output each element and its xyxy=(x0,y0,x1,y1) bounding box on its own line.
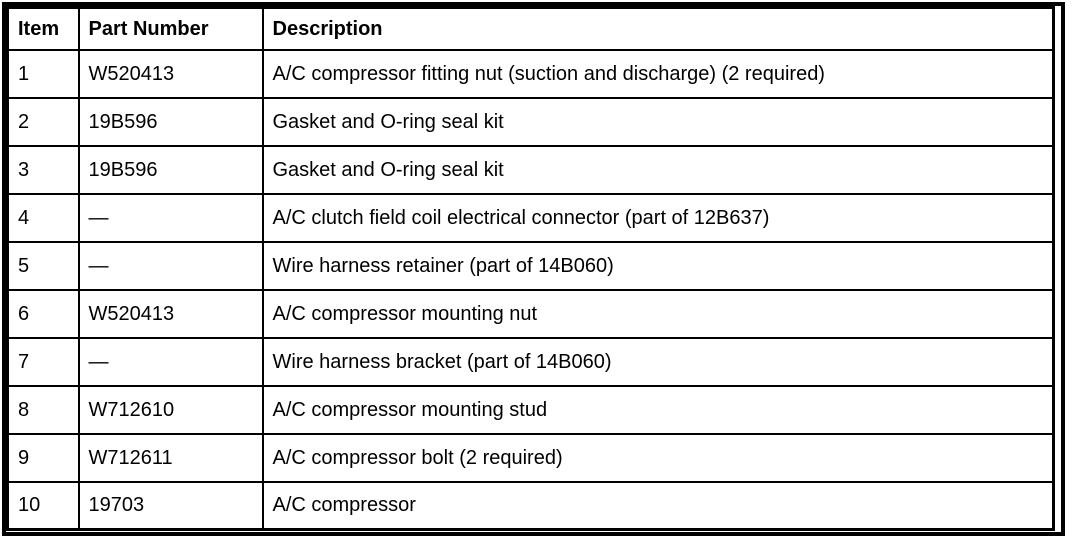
cell-part-number: 19703 xyxy=(77,480,264,531)
cell-description: Gasket and O-ring seal kit xyxy=(261,144,1055,195)
table-row: 4—A/C clutch field coil electrical conne… xyxy=(6,192,1055,243)
cell-item: 7 xyxy=(6,336,80,387)
cell-part-number: W712610 xyxy=(77,384,264,435)
cell-item: 3 xyxy=(6,144,80,195)
cell-description: A/C compressor mounting nut xyxy=(261,288,1055,339)
cell-item: 8 xyxy=(6,384,80,435)
cell-description: A/C clutch field coil electrical connect… xyxy=(261,192,1055,243)
header-part-number: Part Number xyxy=(77,6,264,51)
cell-description: Wire harness retainer (part of 14B060) xyxy=(261,240,1055,291)
cell-description: A/C compressor xyxy=(261,480,1055,531)
cell-item: 5 xyxy=(6,240,80,291)
table-row: 7—Wire harness bracket (part of 14B060) xyxy=(6,336,1055,387)
cell-part-number: — xyxy=(77,240,264,291)
cell-item: 10 xyxy=(6,480,80,531)
cell-part-number: — xyxy=(77,336,264,387)
cell-description: Wire harness bracket (part of 14B060) xyxy=(261,336,1055,387)
cell-item: 9 xyxy=(6,432,80,483)
cell-part-number: 19B596 xyxy=(77,144,264,195)
cell-item: 2 xyxy=(6,96,80,147)
cell-description: Gasket and O-ring seal kit xyxy=(261,96,1055,147)
cell-description: A/C compressor mounting stud xyxy=(261,384,1055,435)
cell-item: 4 xyxy=(6,192,80,243)
table-header: Item Part Number Description xyxy=(6,6,1055,51)
table-row: 5—Wire harness retainer (part of 14B060) xyxy=(6,240,1055,291)
header-item: Item xyxy=(6,6,80,51)
cell-item: 6 xyxy=(6,288,80,339)
cell-part-number: — xyxy=(77,192,264,243)
cell-description: A/C compressor bolt (2 required) xyxy=(261,432,1055,483)
cell-part-number: 19B596 xyxy=(77,96,264,147)
cell-part-number: W520413 xyxy=(77,288,264,339)
cell-description: A/C compressor fitting nut (suction and … xyxy=(261,48,1055,99)
header-row: Item Part Number Description xyxy=(6,6,1055,51)
cell-item: 1 xyxy=(6,48,80,99)
cell-part-number: W712611 xyxy=(77,432,264,483)
header-description: Description xyxy=(261,6,1055,51)
cell-part-number: W520413 xyxy=(77,48,264,99)
